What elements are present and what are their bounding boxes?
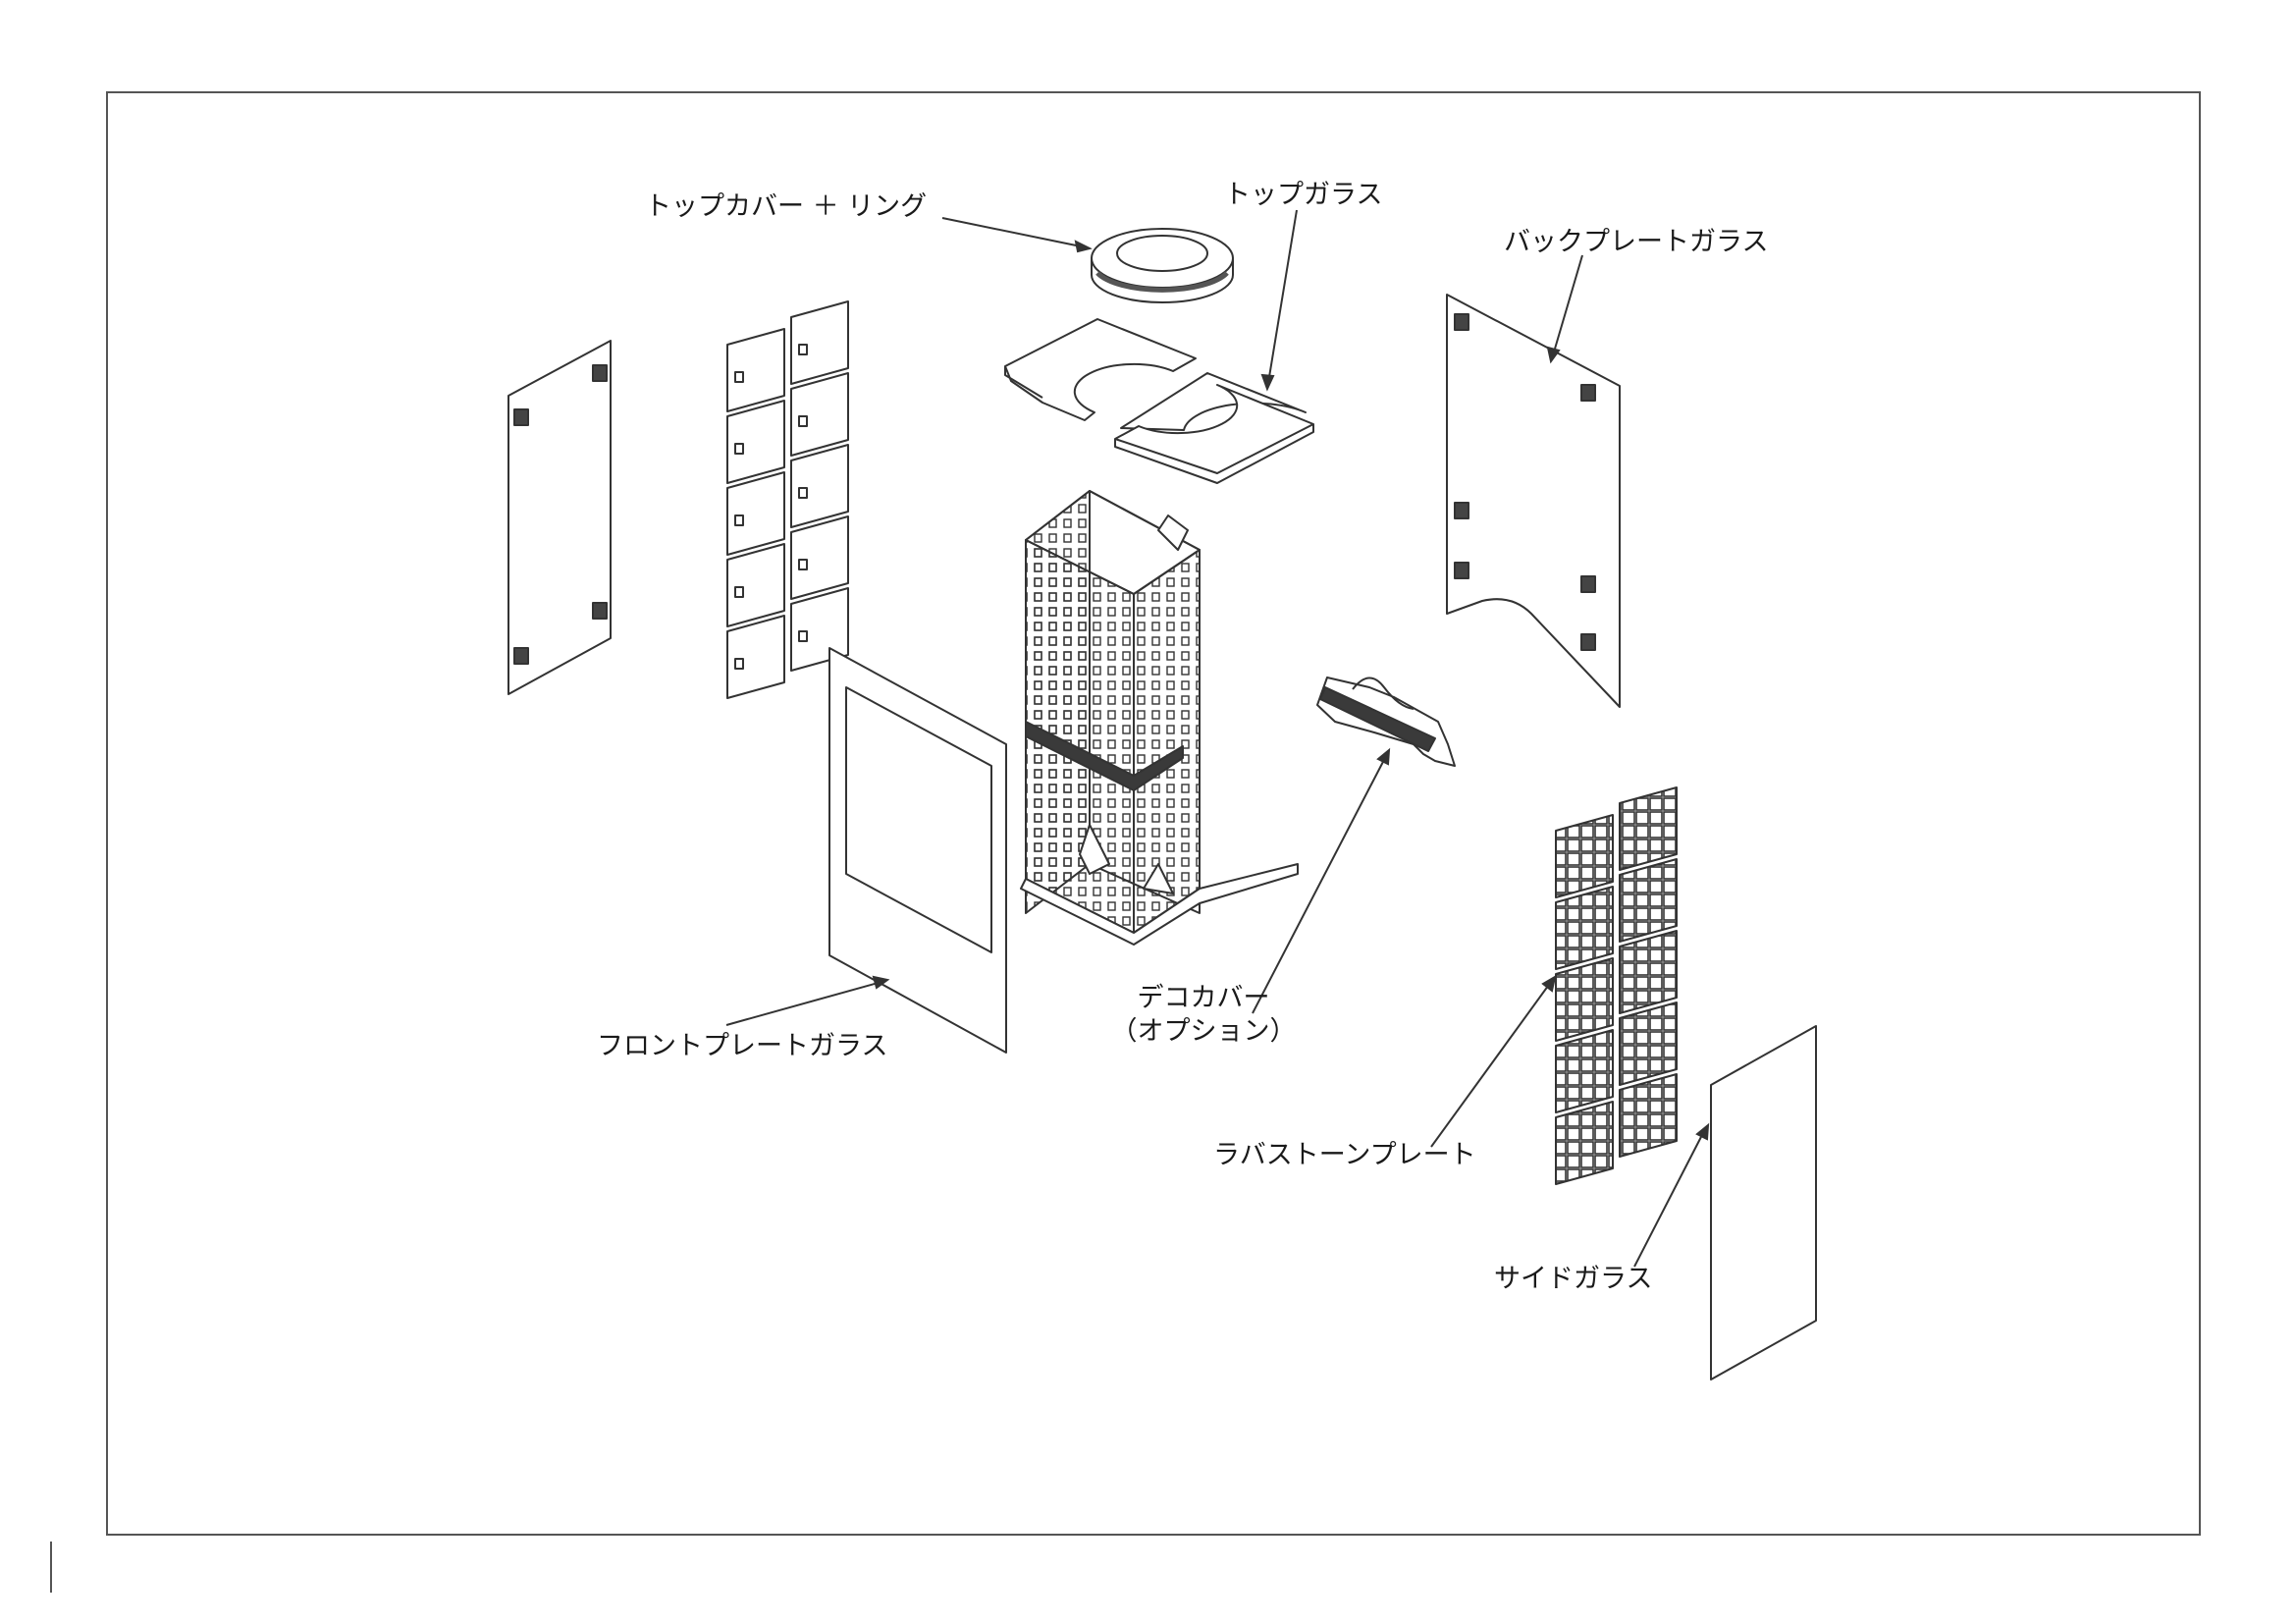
lava-stone-tile [1555, 814, 1614, 898]
left-tile [790, 515, 849, 600]
tile-clip [734, 443, 744, 455]
top-cover-ring [1091, 228, 1234, 303]
left-glass-panel [507, 340, 612, 695]
leader-lines [725, 209, 1710, 1268]
lava-stone-tile [1619, 1073, 1678, 1158]
lava-stone-tile [1619, 930, 1678, 1014]
lava-stone-tile [1619, 1001, 1678, 1086]
left-tile [790, 372, 849, 457]
lava-stone-tile [1555, 957, 1614, 1042]
front-plate-glass [828, 647, 1007, 1054]
left-tile [726, 328, 785, 412]
lava-stone-tile [1555, 1101, 1614, 1185]
lava-stone-tile [1619, 786, 1678, 871]
label-top-glass: トップガラス [1224, 180, 1383, 210]
lava-stone-tile [1555, 1029, 1614, 1113]
left-tile [726, 471, 785, 556]
label-front-plate-glass: フロントプレートガラス [597, 1031, 888, 1061]
margin-tick [50, 1542, 52, 1593]
back-plate-glass [1446, 294, 1621, 708]
left-tile [726, 543, 785, 627]
glass-clip [513, 364, 608, 665]
left-tile [790, 300, 849, 385]
drawing-frame [106, 91, 2201, 1536]
tile-clip [734, 658, 744, 670]
lava-stone-tile [1619, 858, 1678, 943]
label-deco-cover-line2: （オプション） [1110, 1016, 1297, 1047]
left-tile [726, 615, 785, 699]
lava-stone-grid [1555, 786, 1678, 1185]
tile-clip [798, 559, 808, 570]
label-lava-stone-plate: ラバストーンプレート [1213, 1140, 1476, 1170]
lava-stone-tile [1555, 886, 1614, 970]
tile-clip [734, 514, 744, 526]
stove-body [1020, 490, 1299, 946]
tile-clip [798, 344, 808, 355]
label-top-cover-ring: トップカバー ＋ リング [645, 191, 928, 222]
top-glass [1004, 318, 1314, 484]
tile-clip [734, 586, 744, 598]
tile-clip [798, 415, 808, 427]
tile-clip [798, 630, 808, 642]
label-back-plate-glass: バックプレートガラス [1504, 227, 1769, 257]
tile-clip [734, 371, 744, 383]
left-tile [726, 400, 785, 484]
left-tile [790, 444, 849, 528]
label-side-glass: サイドガラス [1494, 1264, 1653, 1294]
label-deco-cover: デコカバー （オプション） [1105, 982, 1302, 1049]
left-tile-grid [726, 300, 849, 699]
label-deco-cover-line1: デコカバー [1137, 983, 1270, 1013]
tile-clip [798, 487, 808, 499]
side-glass [1710, 1025, 1817, 1380]
deco-cover [1316, 677, 1456, 767]
